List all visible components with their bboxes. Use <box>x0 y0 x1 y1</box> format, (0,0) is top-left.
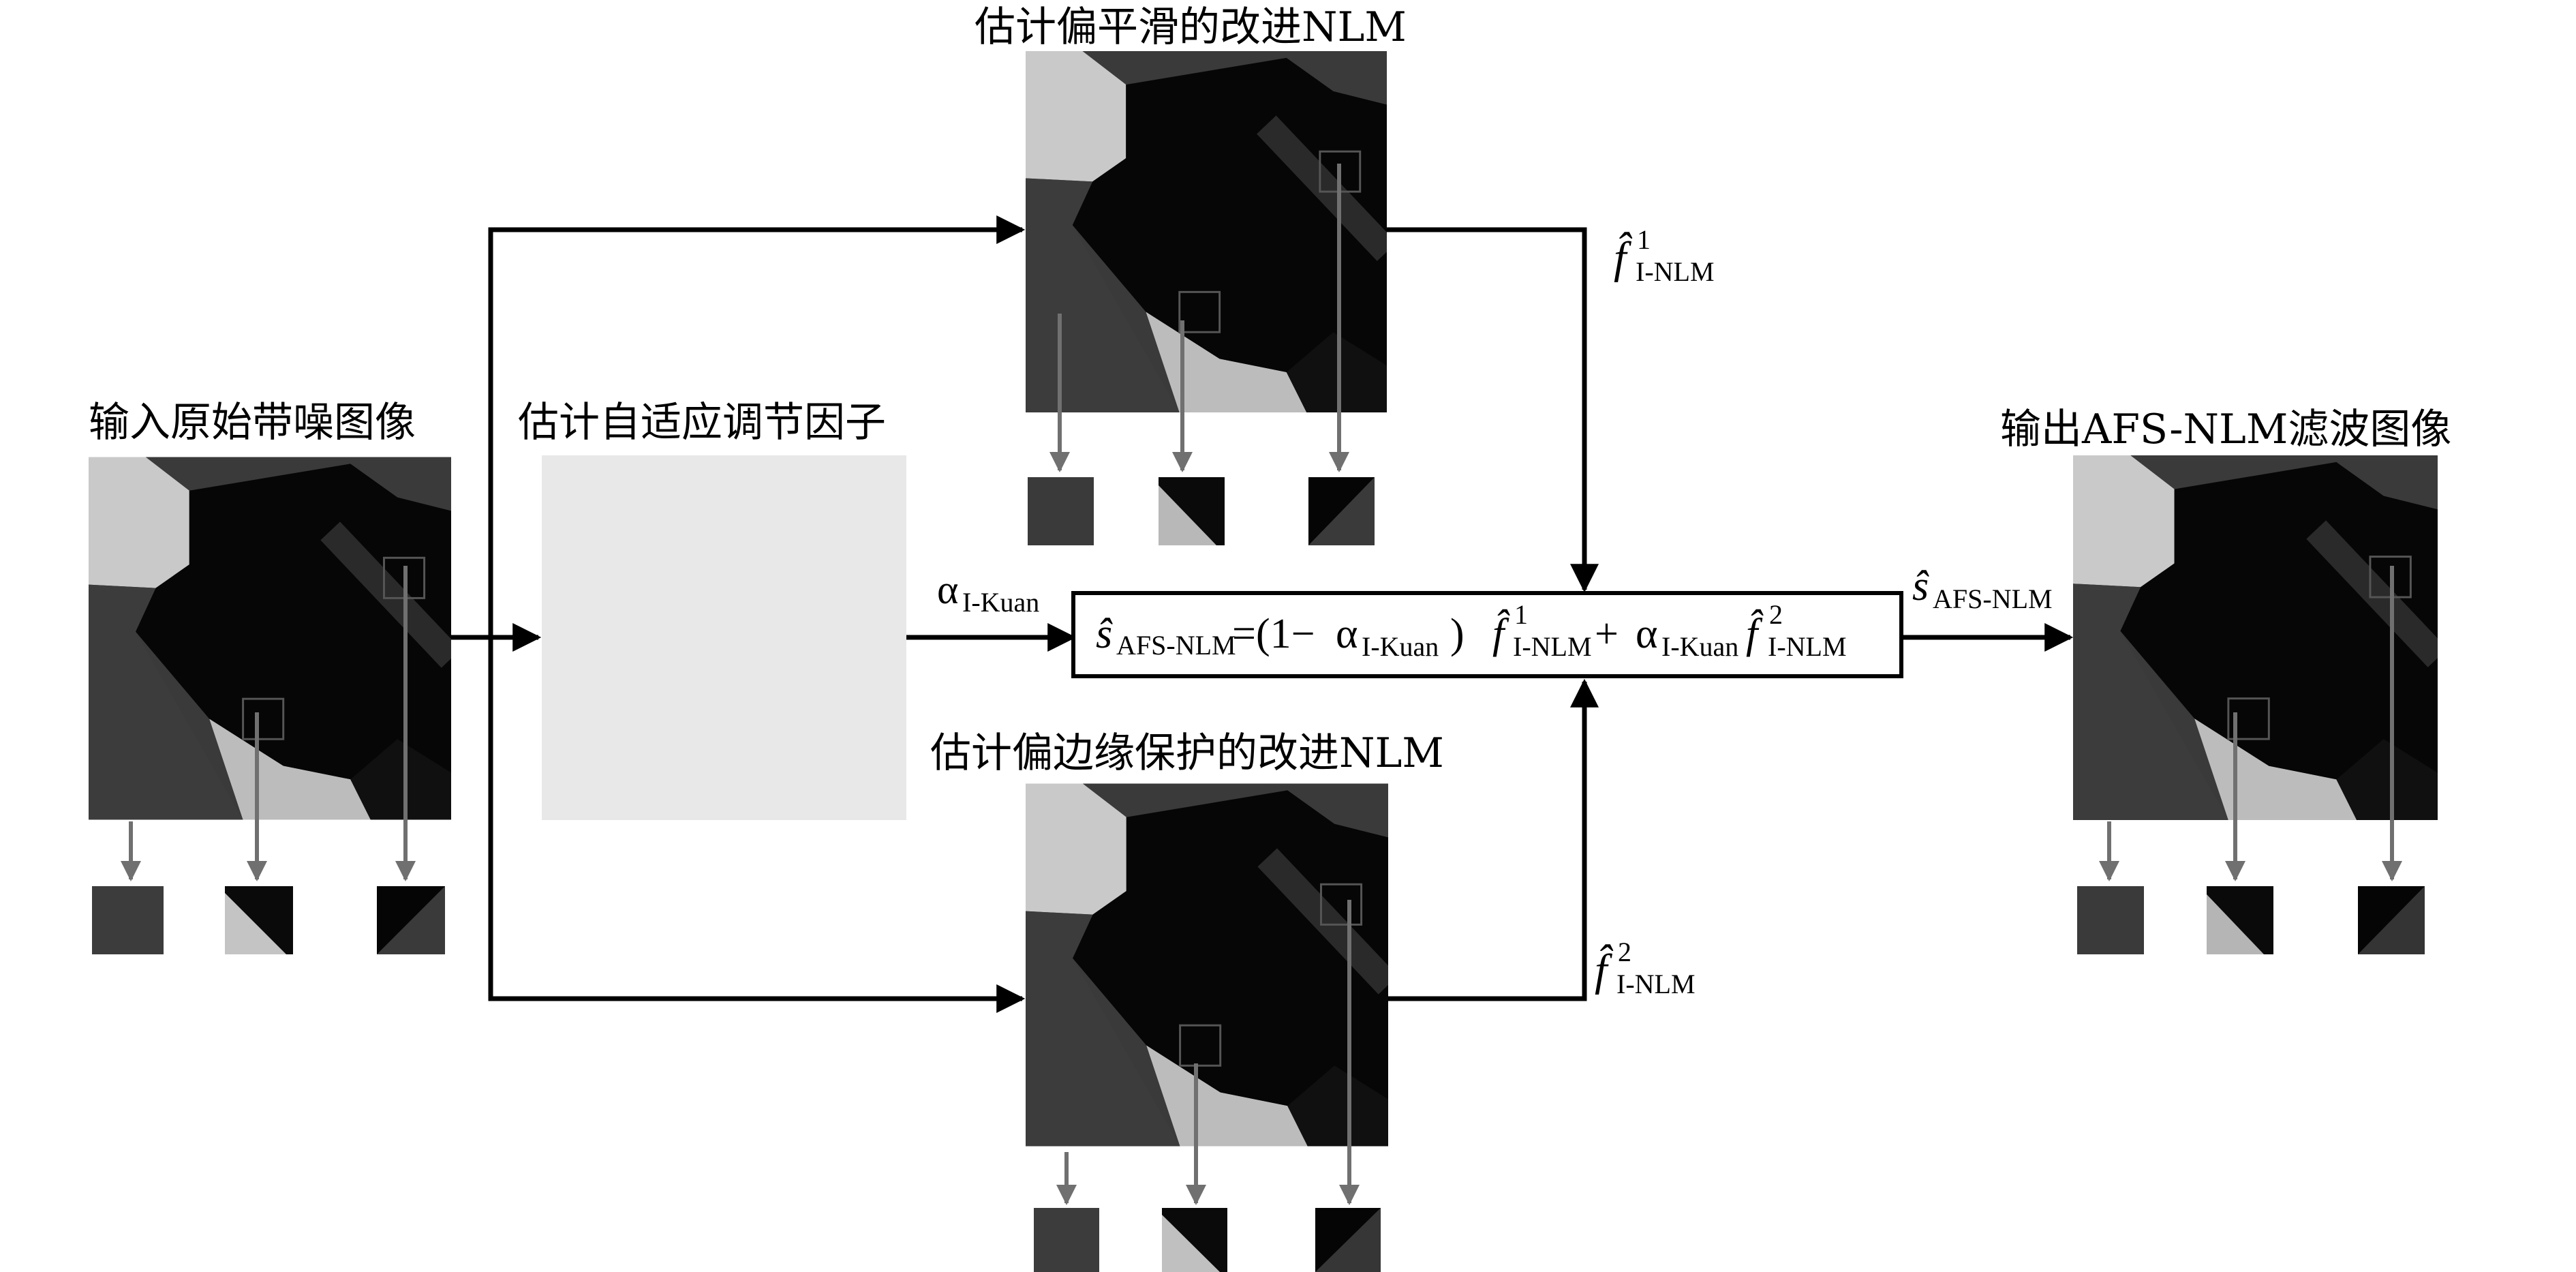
output-afs-nlm-image <box>2073 455 2438 820</box>
svg-text:): ) <box>1450 611 1465 657</box>
svg-text:AFS-NLM: AFS-NLM <box>1933 584 2053 614</box>
smooth-patch-flat <box>1028 477 1094 545</box>
svg-text:I-NLM: I-NLM <box>1768 631 1847 662</box>
svg-text:AFS-NLM: AFS-NLM <box>1116 630 1236 661</box>
svg-text:1: 1 <box>1514 599 1528 630</box>
svg-text:ŝ: ŝ <box>1096 611 1113 657</box>
output-title: 输出AFS-NLM滤波图像 <box>2000 406 2451 453</box>
svg-text:I-Kuan: I-Kuan <box>1661 631 1738 662</box>
edge-detail-arrows <box>1056 900 1360 1205</box>
adaptive-title: 估计自适应调节因子 <box>518 399 886 446</box>
input-noisy-image <box>89 457 451 820</box>
svg-text:α: α <box>1336 611 1358 657</box>
input-detail-arrows <box>121 566 416 881</box>
smooth-patch-edge-light <box>1159 477 1225 545</box>
input-patch-edge-dark <box>377 886 445 954</box>
svg-text:ŝ: ŝ <box>1912 563 1929 609</box>
input-patch-edge-light <box>225 886 293 954</box>
svg-text:f̂: f̂ <box>1614 232 1633 283</box>
edge-nlm-image <box>1026 784 1388 1147</box>
output-detail-arrows <box>2099 566 2402 881</box>
smooth-title: 估计偏平滑的改进NLM <box>975 3 1407 51</box>
edge-title: 估计偏边缘保护的改进NLM <box>930 729 1444 777</box>
input-title: 输入原始带噪图像 <box>89 399 416 446</box>
smooth-detail-arrows <box>1049 164 1349 472</box>
input-patch-flat <box>92 886 164 954</box>
alpha-kuan-label: α I-Kuan <box>937 567 1039 618</box>
output-patch-flat <box>2077 886 2144 954</box>
svg-text:I-Kuan: I-Kuan <box>962 587 1039 618</box>
edge-patch-flat <box>1034 1208 1099 1272</box>
output-patch-edge-light <box>2207 886 2273 954</box>
svg-text:I-NLM: I-NLM <box>1636 256 1715 287</box>
svg-text:+: + <box>1595 611 1619 657</box>
s-hat-output-label: ŝ AFS-NLM <box>1912 563 2053 614</box>
edge-patch-edge-light <box>1162 1208 1227 1272</box>
smooth-nlm-image <box>1026 51 1387 412</box>
output-detail-patches <box>2077 886 2425 954</box>
svg-text:2: 2 <box>1769 599 1783 630</box>
svg-text:α: α <box>1636 611 1657 657</box>
svg-text:I-NLM: I-NLM <box>1513 631 1592 662</box>
svg-text:f̂: f̂ <box>1595 944 1614 995</box>
svg-text:I-NLM: I-NLM <box>1616 969 1696 999</box>
fusion-equation-box <box>1071 591 1903 678</box>
svg-text:α: α <box>937 567 958 612</box>
svg-text:=(1−: =(1− <box>1232 611 1315 657</box>
svg-text:2: 2 <box>1618 937 1631 967</box>
adaptive-factor-map-placeholder <box>542 455 906 820</box>
svg-text:I-Kuan: I-Kuan <box>1362 631 1439 662</box>
output-patch-edge-dark <box>2358 886 2425 954</box>
svg-text:1: 1 <box>1637 224 1651 255</box>
smooth-patch-edge-dark <box>1308 477 1375 545</box>
f1-hat-label: f̂ 1 I-NLM <box>1614 224 1715 287</box>
fusion-equation: ŝ AFS-NLM =(1− α I-Kuan ) f̂ 1 I-NLM + α… <box>1096 599 1847 662</box>
input-detail-patches <box>92 886 445 954</box>
edge-patch-edge-dark <box>1315 1208 1381 1272</box>
smooth-detail-patches <box>1028 477 1375 545</box>
flow-arrows <box>451 215 2074 1013</box>
edge-detail-patches <box>1034 1208 1381 1272</box>
f2-hat-label: f̂ 2 I-NLM <box>1595 937 1696 999</box>
